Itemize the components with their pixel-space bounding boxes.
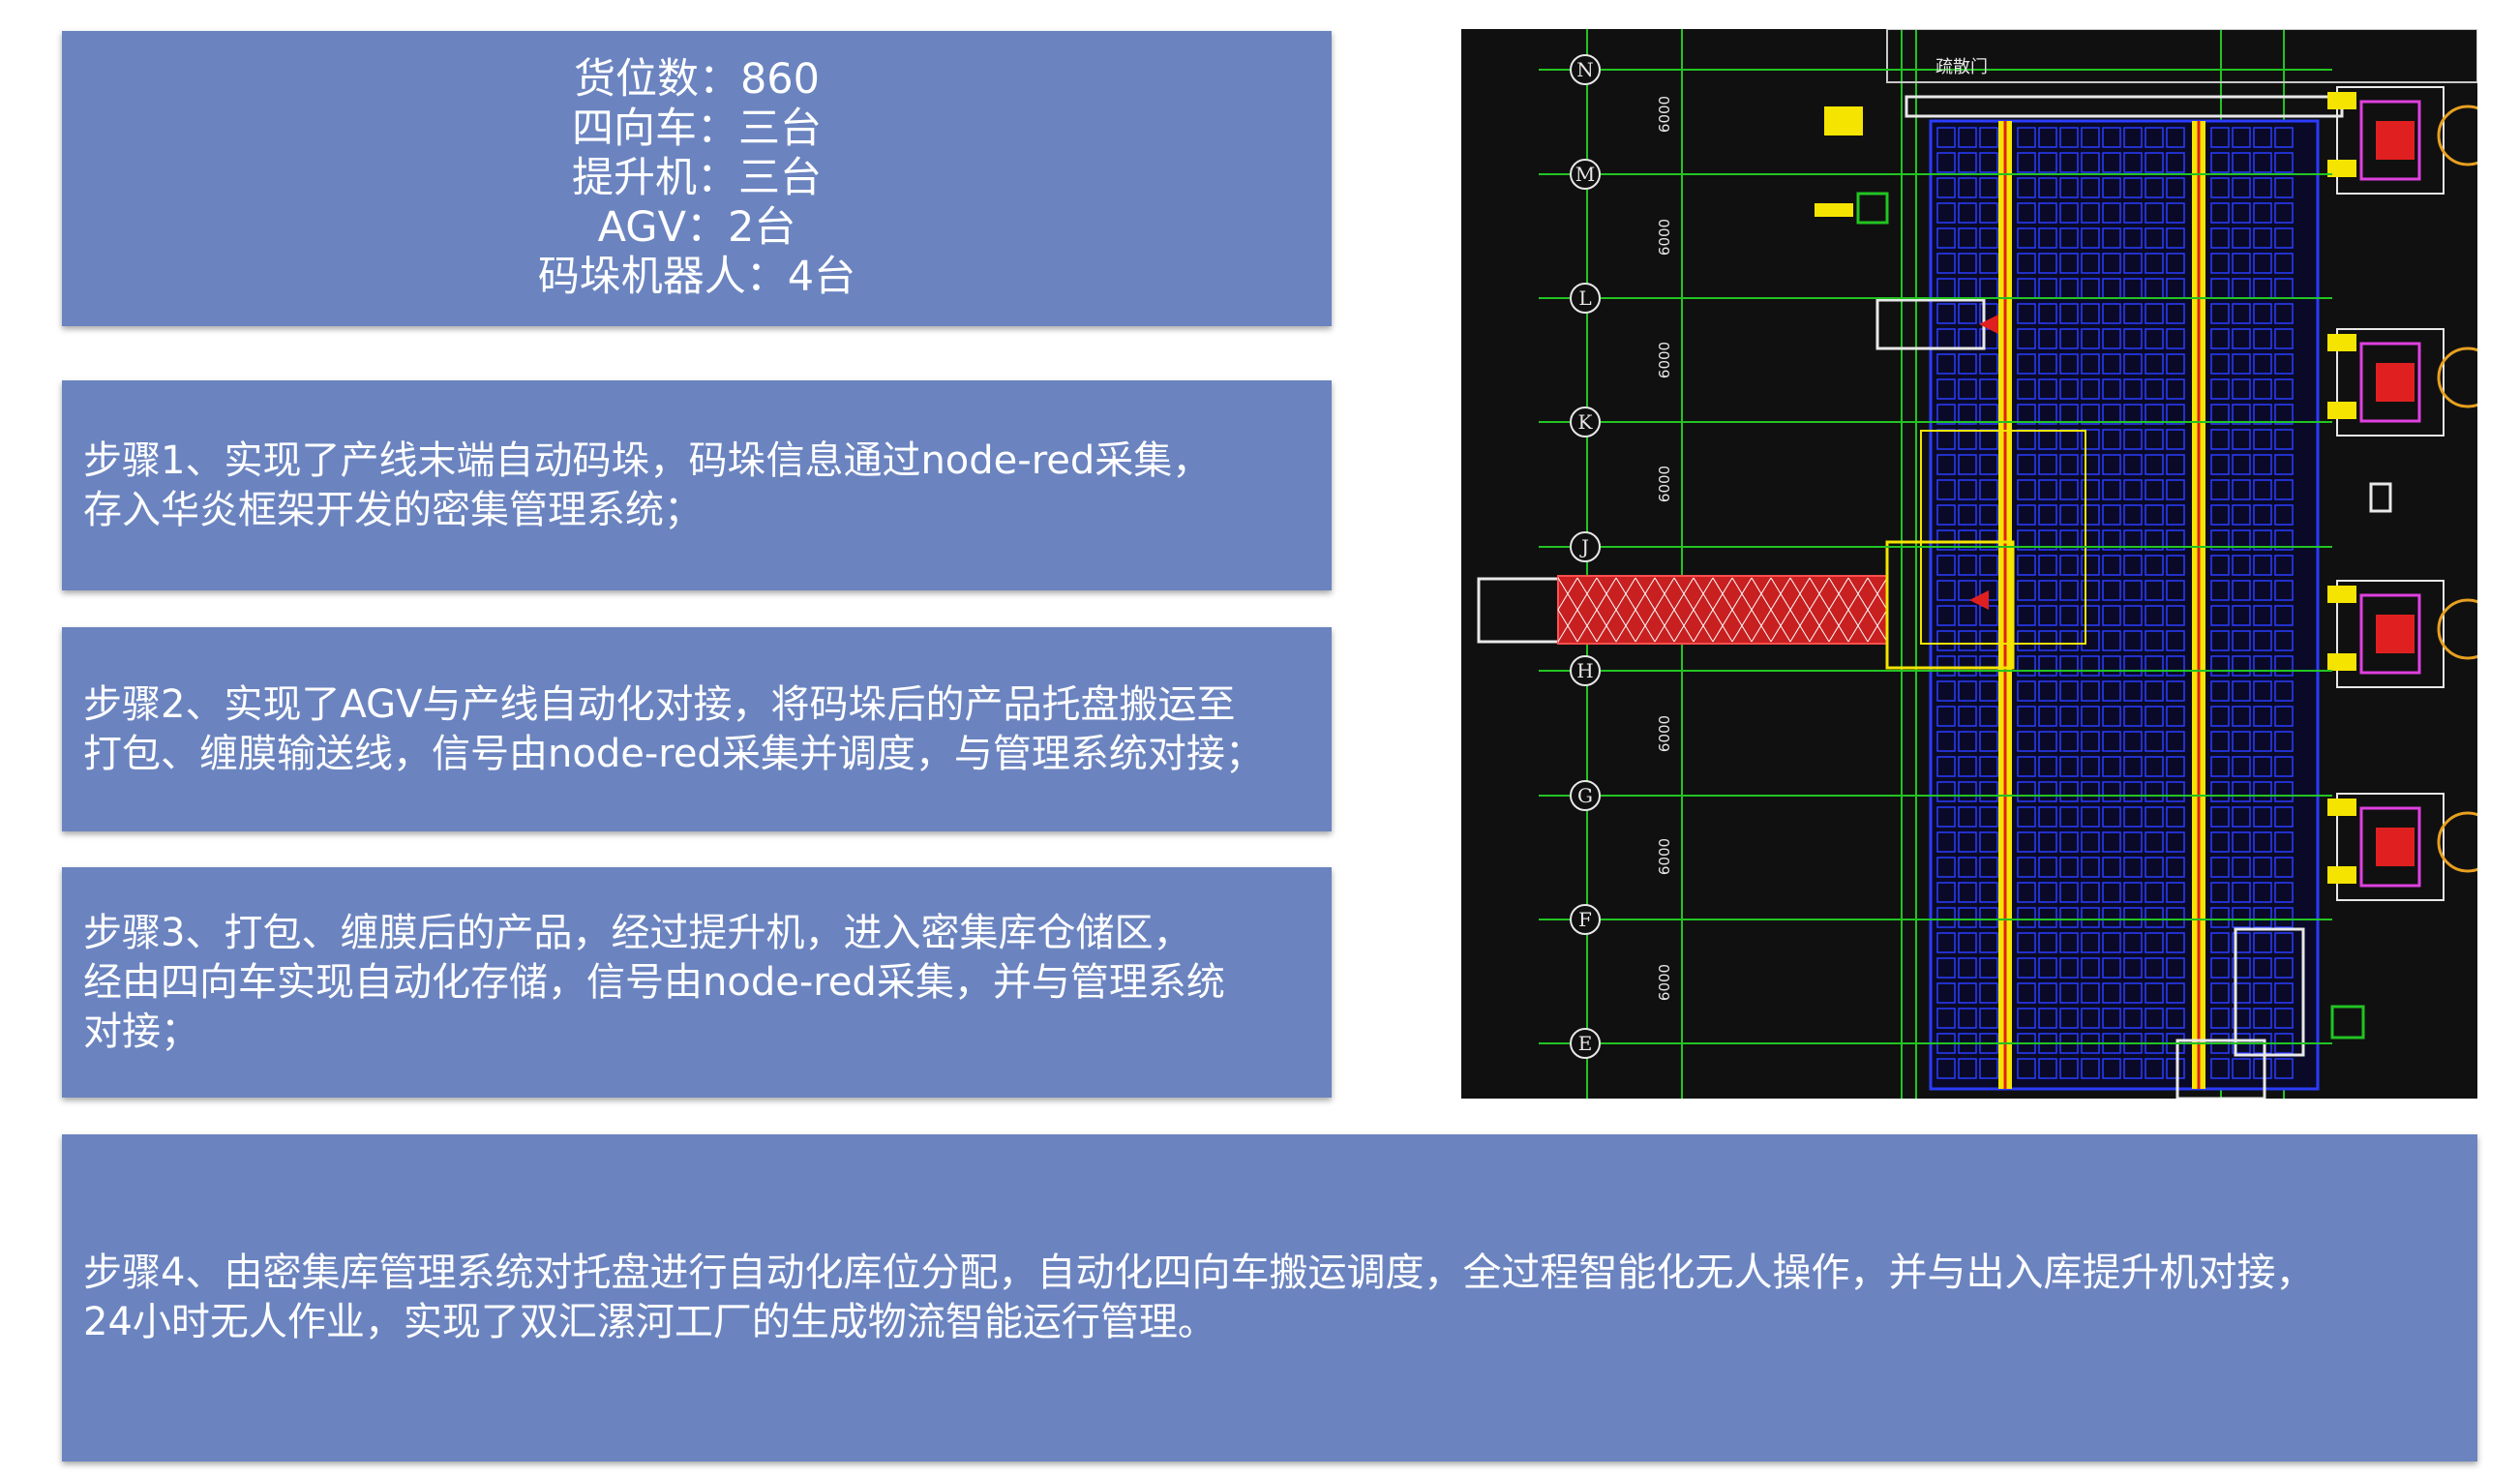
grid-label-h: H (1576, 659, 1593, 682)
step-2-line-2: 打包、缠膜输送线，信号由node-red采集并调度，与管理系统对接； (83, 731, 1264, 776)
grid-label-l: L (1578, 286, 1591, 310)
dimension-label: 6000 (1656, 715, 1673, 752)
step-3-line-3: 对接； (83, 1009, 199, 1054)
grid-label-k: K (1578, 410, 1594, 434)
step-2-line-1: 步骤2、实现了AGV与产线自动化对接，将码垛后的产品托盘搬运至 (83, 681, 1236, 727)
dimension-label: 6000 (1656, 964, 1673, 1001)
step-2-box: 步骤2、实现了AGV与产线自动化对接，将码垛后的产品托盘搬运至 打包、缠膜输送线… (62, 627, 1332, 831)
dimension-label: 6000 (1656, 96, 1673, 133)
grid-bubble-k (1570, 407, 1601, 437)
warehouse-cad-drawing: N M L K J H G F E 6000 6000 6000 6000 6000 6000 6000 疏散… (1461, 29, 2477, 1099)
grid-bubble-h (1570, 655, 1601, 686)
step-4-line-2: 24小时无人作业，实现了双汇漯河工厂的生成物流智能运行管理。 (83, 1300, 1216, 1344)
summary-slots: 货位数：860 (573, 55, 821, 104)
step-3-box: 步骤3、打包、缠膜后的产品，经过提升机，进入密集库仓储区， 经由四向车实现自动化… (62, 867, 1332, 1098)
cad-canvas: N M L K J H G F E 6000 6000 6000 6000 6000 6000 6000 疏散… (1477, 29, 2477, 1099)
grid-bubble-n (1570, 54, 1601, 85)
grid-bubble-m (1570, 159, 1601, 190)
dimension-label: 6000 (1656, 838, 1673, 875)
step-1-line-1: 步骤1、实现了产线末端自动码垛，码垛信息通过node-red采集， (83, 437, 1212, 483)
dimension-label: 6000 (1656, 342, 1673, 378)
grid-label-f: F (1578, 908, 1592, 931)
step-1-box: 步骤1、实现了产线末端自动码垛，码垛信息通过node-red采集， 存入华炎框架… (62, 380, 1332, 590)
door-label: 疏散门 (1935, 57, 1988, 77)
grid-bubble-f (1570, 904, 1601, 935)
summary-agv: AGV：2台 (597, 203, 796, 252)
step-4-line-1: 步骤4、由密集库管理系统对托盘进行自动化库位分配，自动化四向车搬运调度，全过程智… (83, 1251, 2315, 1295)
summary-robots: 码垛机器人：4台 (537, 253, 856, 301)
grid-bubble-g (1570, 780, 1601, 811)
summary-shuttles: 四向车：三台 (572, 105, 822, 153)
grid-bubble-l (1570, 283, 1601, 314)
grid-label-g: G (1577, 784, 1593, 807)
dimension-label: 6000 (1656, 466, 1673, 502)
grid-bubble-e (1570, 1028, 1601, 1059)
grid-bubble-j (1570, 531, 1601, 562)
step-3-line-1: 步骤3、打包、缠膜后的产品，经过提升机，进入密集库仓储区， (83, 910, 1192, 955)
summary-lifts: 提升机：三台 (572, 154, 822, 202)
step-4-box: 步骤4、由密集库管理系统对托盘进行自动化库位分配，自动化四向车搬运调度，全过程智… (62, 1134, 2477, 1462)
grid-label-m: M (1575, 163, 1595, 186)
step-1-line-2: 存入华炎框架开发的密集管理系统； (83, 487, 703, 532)
summary-box: 货位数：860 四向车：三台 提升机：三台 AGV：2台 码垛机器人：4台 (62, 31, 1332, 326)
dimension-label: 6000 (1656, 219, 1673, 256)
grid-label-e: E (1578, 1032, 1593, 1055)
grid-label-j: J (1579, 535, 1589, 558)
step-3-line-2: 经由四向车实现自动化存储，信号由node-red采集，并与管理系统 (83, 959, 1225, 1005)
grid-label-n: N (1576, 58, 1594, 81)
